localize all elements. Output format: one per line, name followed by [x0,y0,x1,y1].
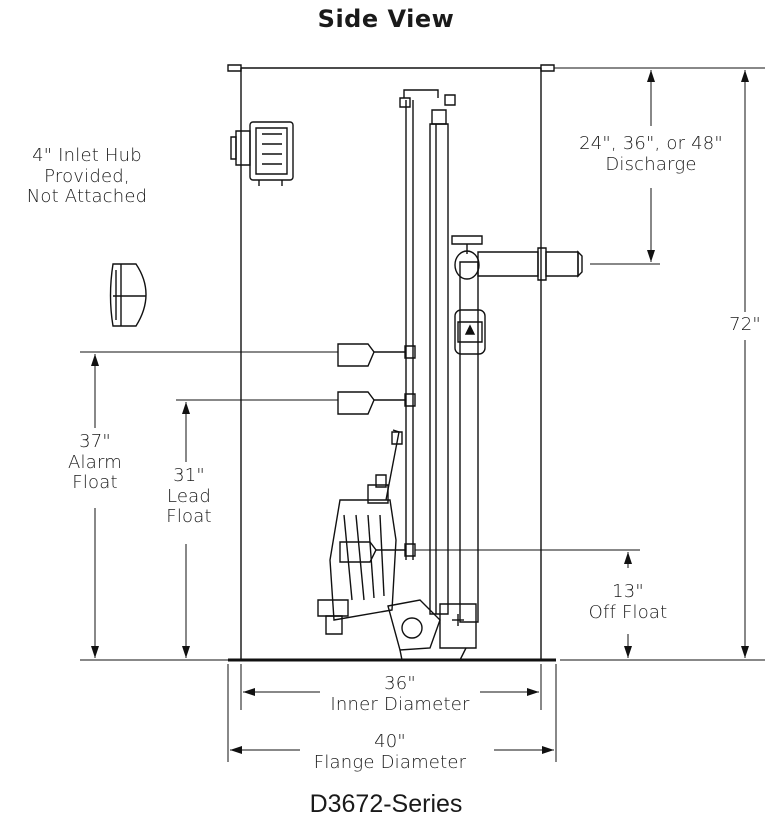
off-float-height: 13" [612,581,644,602]
dimension-arrows [91,70,749,754]
grinder-pump [318,430,476,660]
flange-diameter-value: 40" [374,731,406,752]
alarm-float-label: 37" Alarm Float [60,431,130,494]
lead-float-text: Float [166,506,212,528]
alarm-float-height: 37" [79,431,111,452]
basin [228,65,556,660]
flange-diameter-label: 40" Flange Diameter [290,731,490,773]
total-height-label: 72" [729,314,761,335]
off-float-text: Off Float [588,601,668,623]
alarm-float-text: Float [72,472,118,494]
off-float-label: 13" Off Float [578,581,678,623]
inner-diameter-label: 36" Inner Diameter [300,673,500,715]
lead-float [338,392,415,414]
inlet-hub-label: 4" Inlet Hub Provided, Not Attached [2,145,172,208]
inner-diameter-value: 36" [384,673,416,694]
alarm-float-text: Alarm [68,451,122,473]
inlet-hub-label-line: Not Attached [26,186,148,208]
discharge-height-options: 24", 36", or 48" [579,133,723,154]
inlet-hub [111,264,147,326]
model-series-label: D3672-Series [309,790,463,818]
float-rod [400,90,455,560]
lead-float-text: Lead [166,485,212,507]
lead-float-height: 31" [173,465,205,486]
alarm-float [338,344,415,366]
discharge-text: Discharge [605,153,697,175]
inlet-hub-label-line: 4" Inlet Hub [32,145,142,166]
discharge-label: 24", 36", or 48" Discharge [560,133,742,175]
drawing-title: Side View [317,5,455,33]
off-float [340,542,415,562]
flange-diameter-text: Flange Diameter [313,751,467,773]
inner-diameter-text: Inner Diameter [330,693,470,715]
riser-pipe [430,124,582,622]
inlet-hub-label-line: Provided, [44,165,130,187]
control-box [231,122,293,186]
lead-float-label: 31" Lead Float [154,465,224,528]
